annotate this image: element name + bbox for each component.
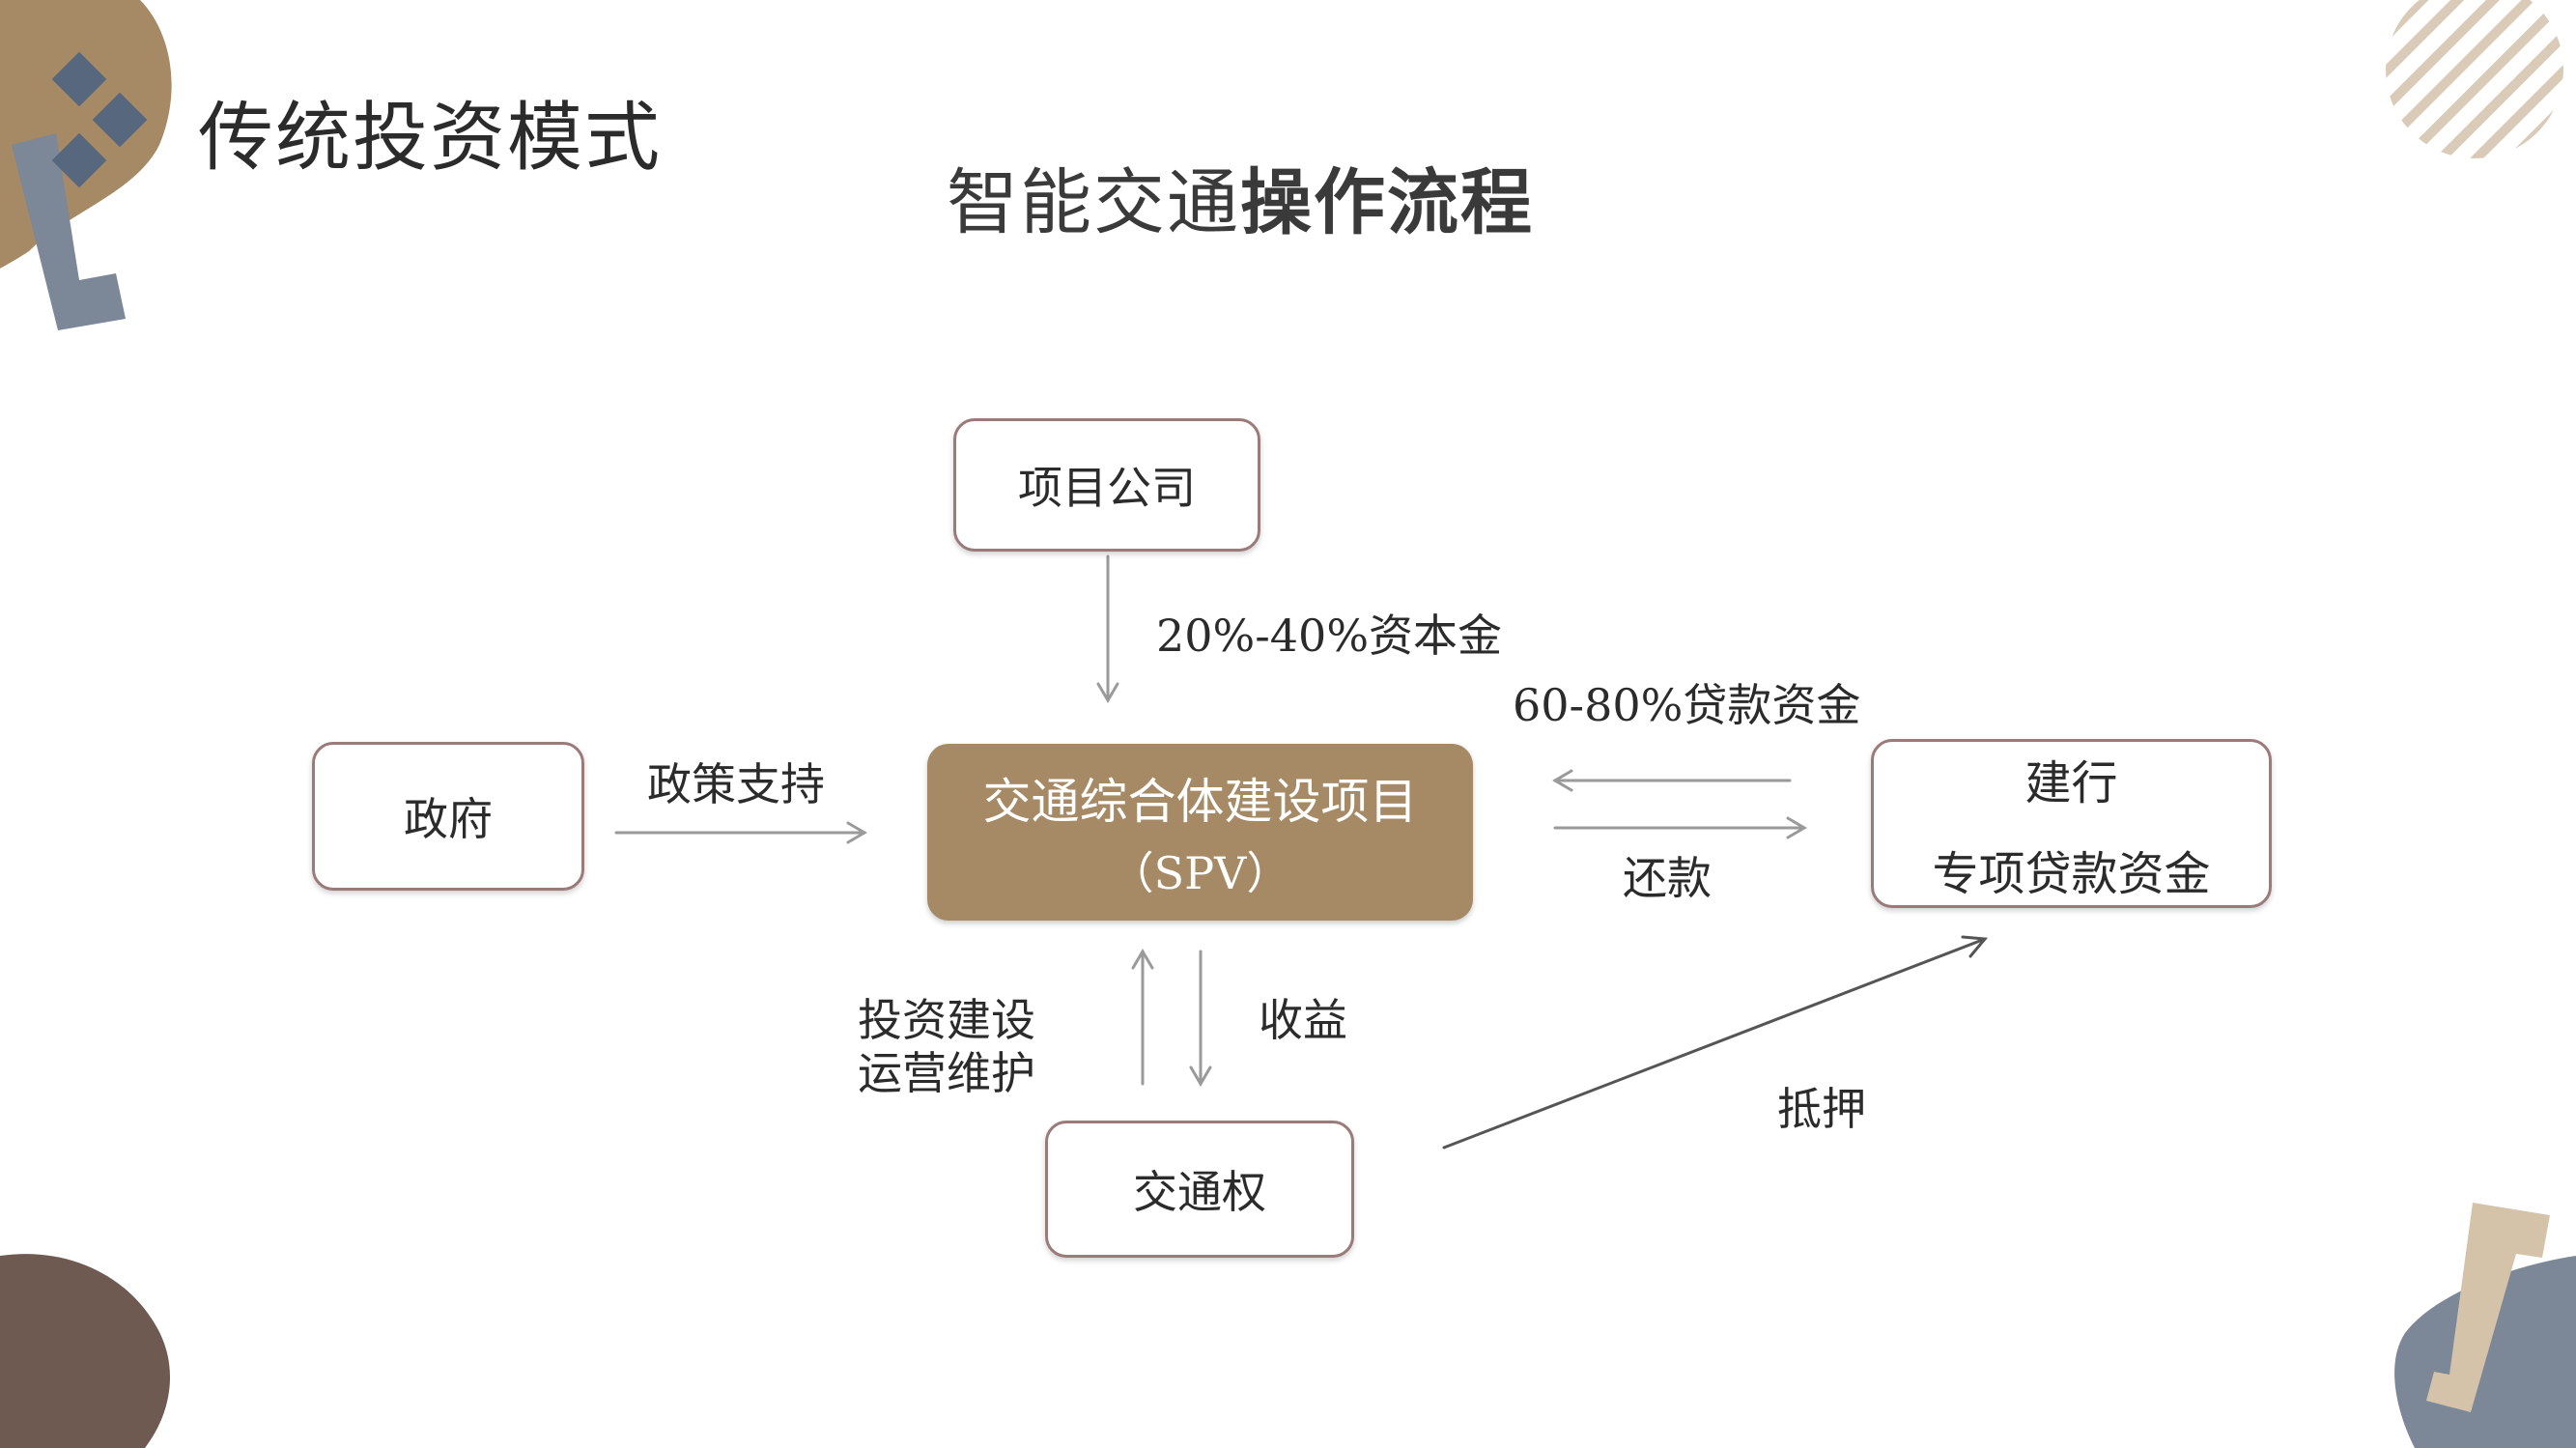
- node-label: 项目公司: [1018, 462, 1196, 514]
- node-label: 政府: [404, 793, 493, 845]
- node-traffic-rights: 交通权: [1045, 1121, 1354, 1258]
- diamond-shape: [51, 132, 107, 188]
- diagram-title-part2: 操作流程: [1240, 161, 1534, 244]
- node-sublabel: （SPV）: [1109, 846, 1291, 899]
- arrow-pledge-to-ccb: [1442, 937, 1987, 1150]
- slate-l-shape: [12, 133, 126, 330]
- arrowhead: [1961, 935, 1988, 958]
- node-label: 交通权: [1133, 1166, 1266, 1218]
- edge-label-policy: 政策支持: [647, 758, 825, 810]
- arrowhead: [1096, 682, 1119, 703]
- edge-label-loan: 60-80%贷款资金: [1513, 679, 1861, 731]
- node-sublabel: 专项贷款资金: [1932, 846, 2211, 901]
- arrowhead: [1189, 1065, 1212, 1087]
- edge-label-income: 收益: [1259, 994, 1347, 1046]
- striped-circle-shape: [2386, 0, 2563, 158]
- slide-title: 传统投资模式: [198, 95, 663, 182]
- diamond-shape: [51, 51, 107, 107]
- node-ccb-loan: 建行 专项贷款资金: [1871, 739, 2272, 908]
- node-label: 建行: [2024, 755, 2118, 810]
- edge-label-capital: 20%-40%资本金: [1156, 610, 1503, 662]
- node-government: 政府: [312, 742, 584, 891]
- edge-label-repay: 还款: [1623, 852, 1712, 904]
- node-project-company: 项目公司: [953, 418, 1260, 552]
- edge-label-invest: 投资建设: [858, 994, 1035, 1046]
- diamond-shape: [92, 92, 148, 148]
- edge-label-pledge: 抵押: [1777, 1083, 1866, 1135]
- arrowhead: [1786, 816, 1807, 839]
- diagram-title-part1: 智能交通: [947, 161, 1240, 244]
- brown-blob-shape: [0, 1254, 171, 1448]
- arrowhead: [1131, 949, 1154, 970]
- edge-label-maintain: 运营维护: [858, 1047, 1035, 1099]
- node-label: 交通综合体建设项目: [982, 773, 1418, 830]
- tan-l-shape: [2426, 1203, 2550, 1412]
- node-spv: 交通综合体建设项目 （SPV）: [927, 744, 1473, 921]
- diagram-title: 智能交通操作流程: [947, 145, 1534, 248]
- arrowhead: [846, 821, 867, 844]
- arrowhead: [1552, 769, 1573, 792]
